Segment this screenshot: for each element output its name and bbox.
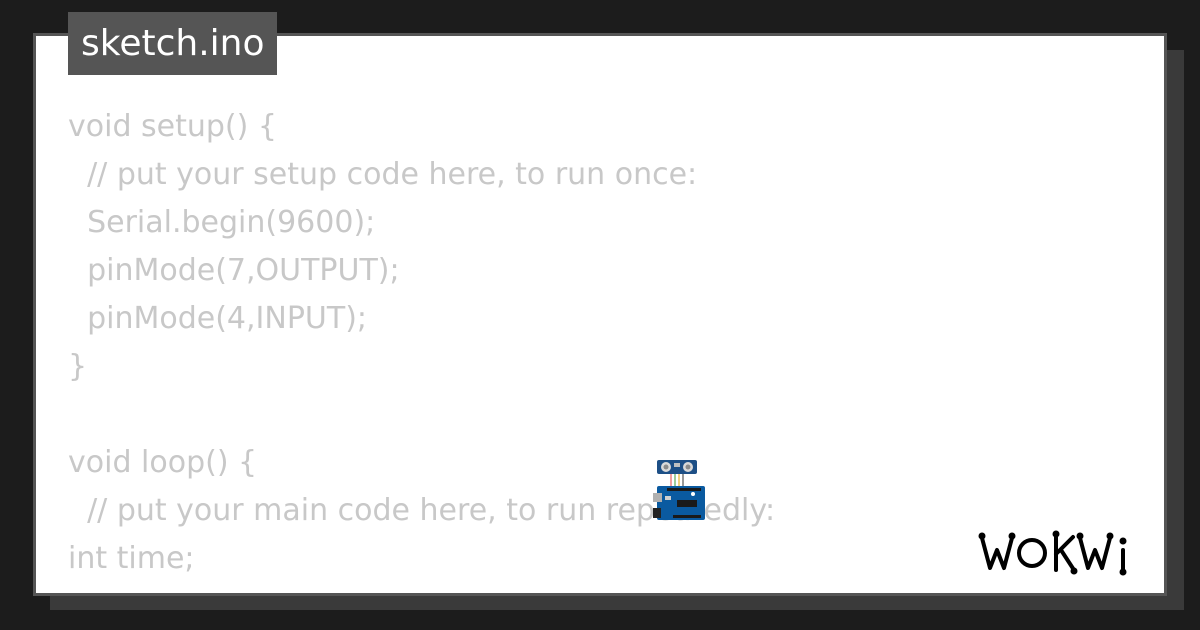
code-line: pinMode(4,INPUT); [68, 301, 368, 336]
ultrasonic-sensor-icon [657, 460, 697, 474]
wokwi-logo [978, 530, 1127, 576]
circuit-preview [653, 460, 705, 520]
code-line: // put your setup code here, to run once… [68, 157, 698, 192]
code-line: Serial.begin(9600); [68, 205, 376, 240]
wire-bundle [670, 474, 684, 488]
preview-card: void setup() { // put your setup code he… [33, 33, 1167, 596]
code-line: // put your main code here, to run repea… [68, 493, 776, 528]
code-line: pinMode(7,OUTPUT); [68, 253, 400, 288]
code-block: void setup() { // put your setup code he… [68, 103, 1128, 593]
code-line: int distance; [68, 583, 1128, 593]
code-line: } [68, 349, 88, 384]
code-line: void setup() { [68, 109, 277, 144]
arduino-uno-board-icon [653, 486, 705, 520]
filename-tab: sketch.ino [68, 12, 278, 75]
code-line: int time; [68, 541, 195, 576]
code-line: void loop() { [68, 445, 258, 480]
code-line [68, 391, 1128, 439]
